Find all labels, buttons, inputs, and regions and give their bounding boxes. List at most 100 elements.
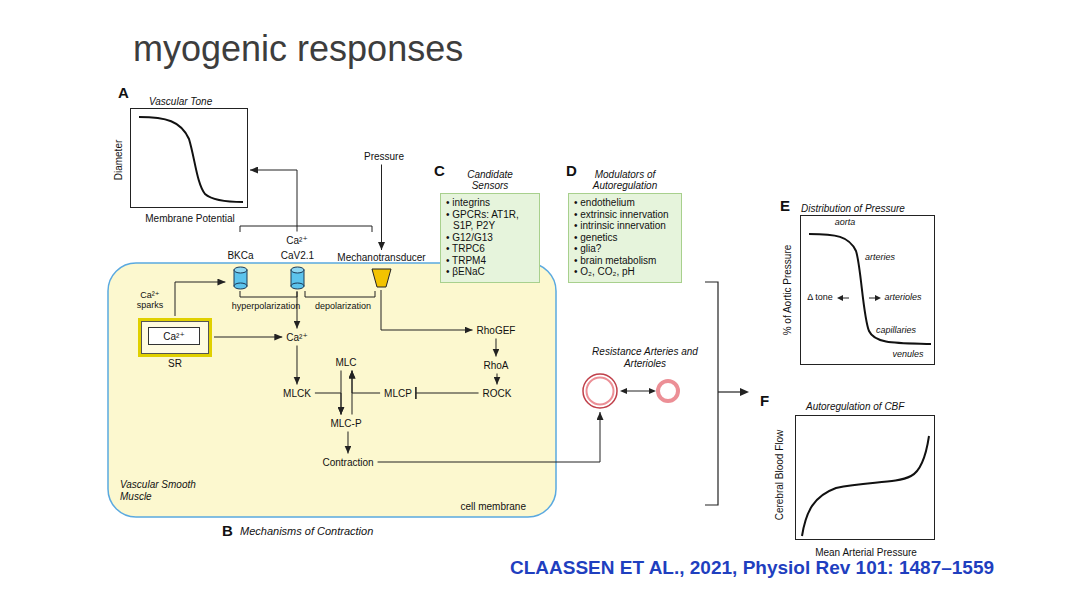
calcium-channel: CaV2.1 (290, 266, 305, 290)
bk-channel: BKCa (233, 266, 248, 290)
pathway-arrow (250, 170, 297, 232)
group-bracket (705, 282, 718, 505)
node-shape (371, 268, 392, 288)
pathway-label: MLC (333, 356, 358, 369)
depolarization-bracket (305, 291, 375, 297)
node-text: • GPCRs: AT1R, S1P, P2Y (445, 209, 536, 232)
node-text: RhoA (483, 360, 508, 371)
node-text: Pressure (364, 151, 404, 162)
node-text: • O₂, CO₂, pH (573, 266, 678, 278)
node-shape (290, 266, 305, 290)
text-label: arterioles (884, 292, 921, 302)
node-text: RhoGEF (477, 325, 516, 336)
node-shape (131, 109, 247, 207)
sarcoplasmic-reticulum: SRCa²⁺ (138, 318, 212, 357)
edge-label: Ca²⁺ sparks (135, 290, 165, 310)
pathway-arrow (352, 371, 353, 415)
node-heading: SR (141, 358, 209, 369)
cell-outline (108, 263, 556, 517)
node-heading: CaV2.1 (281, 250, 314, 261)
text-label: Mean Arterial Pressure (815, 547, 917, 558)
node-text: • G12/G13 (445, 232, 536, 244)
tone-graph: Vascular Tone (130, 108, 248, 208)
node-text: • TRPC6 (445, 243, 536, 255)
pathway-arrow (381, 290, 473, 330)
node-text: Contraction (322, 457, 373, 468)
panel-letter: D (566, 162, 577, 179)
pathway-label: RhoA (481, 359, 510, 372)
node-heading: Mechanotransducer (337, 252, 425, 263)
panel-letter: B (222, 522, 233, 539)
node-heading: Candidate Sensors (456, 169, 524, 191)
node-heading: Vascular Smooth Muscle (120, 479, 210, 503)
pathway-arrow (341, 371, 342, 415)
hyperpolarization-bracket (240, 291, 297, 297)
node-heading: Vascular Tone (149, 96, 212, 107)
pathway-arrow (315, 393, 341, 415)
pressure-graph: Distribution of Pressure (800, 215, 935, 365)
text-label: hyperpolarization (232, 301, 301, 311)
ion-label: Ca²⁺ (284, 234, 309, 247)
node-text: • extrinsic innervation (573, 209, 678, 221)
node-text: • endothelium (573, 197, 678, 209)
text-label: arteries (865, 252, 895, 262)
pathway-label: MLC-P (328, 417, 363, 430)
text-label: Diameter (113, 140, 124, 181)
pathway-label: ROCK (481, 387, 514, 400)
artery-group: Resistance Arteries and Arterioles (580, 372, 680, 410)
node-heading: Distribution of Pressure (801, 203, 905, 214)
pathway-arrow (347, 432, 348, 454)
panel-letter: A (118, 84, 129, 101)
text-label: aorta (835, 217, 856, 227)
node-heading: Modulators of Autoregulation (581, 169, 669, 191)
panel-letter: C (434, 162, 445, 179)
node-text: Ca²⁺ (286, 235, 307, 246)
page-title: myogenic responses (133, 28, 463, 70)
panel-letter: E (780, 197, 790, 214)
panel-letter: F (760, 392, 769, 409)
pathway-label: MLCK (281, 387, 313, 400)
node-text: • integrins (445, 197, 536, 209)
node-heading: Autoregulation of CBF (806, 401, 904, 412)
node-shape (801, 216, 934, 364)
bracket-arrowhead (740, 388, 749, 396)
text-label: Cerebral Blood Flow (774, 430, 785, 521)
mechanotransducer: Mechanotransducer (371, 268, 392, 288)
node-text: • brain metabolism (573, 255, 678, 267)
text-label: Membrane Potential (145, 213, 235, 224)
pathway-arrow (296, 346, 297, 385)
node-text: MLCP (384, 388, 412, 399)
text-label: venules (892, 349, 923, 359)
citation-caption: CLAASSEN ET AL., 2021, Physiol Rev 101: … (510, 557, 994, 579)
text-label: % of Aortic Pressure (782, 245, 793, 336)
pathway-label: MLCP (382, 387, 414, 400)
node-text: MLC-P (330, 418, 361, 429)
node-text: • TRPM4 (445, 255, 536, 267)
bracket-arrow (718, 391, 742, 392)
node-text: • genetics (573, 232, 678, 244)
pathway-label: Contraction (320, 456, 375, 469)
pathway-arrow (495, 339, 496, 357)
calcium-store: Ca²⁺ (148, 327, 200, 345)
node-text: • intrinsic innervation (573, 220, 678, 232)
node-heading: Resistance Arteries and Arterioles (590, 346, 700, 370)
node-shape (796, 416, 934, 539)
text-label: capillaries (876, 325, 916, 335)
node-text: cell membrane (460, 501, 526, 512)
autoregulation-graph: Autoregulation of CBF (795, 415, 935, 540)
pathway-arrow (416, 393, 479, 394)
node-text: MLCK (283, 388, 311, 399)
pathway-arrow (378, 412, 600, 462)
sensor-list-box: Candidate Sensors• integrins• GPCRs: AT1… (440, 193, 540, 283)
pathway-label: Ca²⁺ (284, 331, 309, 344)
node-text: Ca²⁺ (286, 332, 307, 343)
text-label: Δ tone (807, 292, 833, 302)
node-heading: Ca²⁺ (149, 331, 199, 342)
node-text: MLC (335, 357, 356, 368)
node-text: • glia? (573, 243, 678, 255)
node-shape (580, 372, 680, 410)
pathway-arrow (214, 337, 282, 338)
text-label: depolarization (315, 301, 371, 311)
